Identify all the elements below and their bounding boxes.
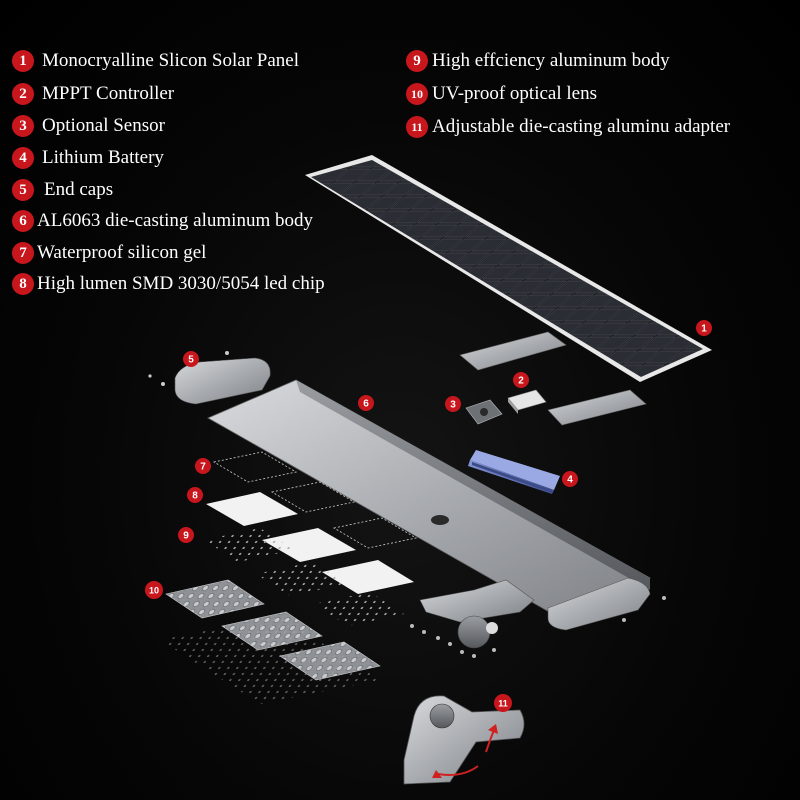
callout-7: 7 bbox=[195, 458, 211, 474]
end-cap bbox=[148, 351, 271, 405]
legend-badge-2: 2 bbox=[12, 83, 34, 105]
callout-3: 3 bbox=[445, 396, 461, 412]
legend-badge-5: 5 bbox=[12, 179, 34, 201]
legend-item-2: 2 MPPT Controller bbox=[12, 83, 174, 105]
screws bbox=[410, 596, 666, 658]
callout-8: 8 bbox=[187, 487, 203, 503]
legend-badge-9: 9 bbox=[406, 50, 428, 72]
legend-badge-1: 1 bbox=[12, 50, 34, 72]
callout-label-10: 10 bbox=[149, 586, 159, 596]
legend-item-1: 1 Monocryalline Slicon Solar Panel bbox=[12, 50, 299, 72]
callout-label-4: 4 bbox=[567, 475, 573, 486]
callout-2: 2 bbox=[513, 372, 529, 388]
legend-badge-10: 10 bbox=[406, 83, 428, 105]
callout-4: 4 bbox=[562, 471, 578, 487]
callout-label-1: 1 bbox=[701, 324, 707, 335]
legend-item-8: 8 High lumen SMD 3030/5054 led chip bbox=[12, 273, 325, 295]
callout-label-8: 8 bbox=[192, 491, 198, 502]
callout-9: 9 bbox=[178, 527, 194, 543]
callout-6: 6 bbox=[358, 395, 374, 411]
legend-text-4: Lithium Battery bbox=[42, 147, 164, 168]
mppt-controller bbox=[507, 389, 547, 414]
solar-panel bbox=[305, 155, 712, 382]
legend-text-2: MPPT Controller bbox=[42, 83, 175, 104]
callout-label-2: 2 bbox=[518, 376, 524, 387]
heat-sink-arrays bbox=[204, 528, 404, 626]
optional-sensor bbox=[465, 399, 503, 425]
callout-10: 10 bbox=[145, 581, 163, 599]
callout-badges: 1 2 3 4 5 6 7 8 9 10 11 bbox=[145, 320, 712, 712]
legend-badge-3: 3 bbox=[12, 115, 34, 137]
callout-label-3: 3 bbox=[450, 400, 456, 411]
legend-item-9: 9 High effciency aluminum body bbox=[406, 50, 670, 72]
legend-text-7: Waterproof silicon gel bbox=[37, 242, 207, 263]
callout-label-7: 7 bbox=[200, 462, 206, 473]
legend-text-11: Adjustable die-casting aluminu adapter bbox=[432, 116, 731, 137]
callout-11: 11 bbox=[494, 694, 512, 712]
legend-item-3: 3 Optional Sensor bbox=[12, 115, 165, 137]
legend-badge-11: 11 bbox=[406, 116, 428, 138]
panel-brackets bbox=[459, 331, 647, 426]
legend-text-1: Monocryalline Slicon Solar Panel bbox=[42, 50, 299, 71]
component-legend: 1 Monocryalline Slicon Solar Panel 2 MPP… bbox=[0, 0, 800, 300]
legend-item-5: 5 End caps bbox=[12, 179, 113, 201]
callout-5: 5 bbox=[183, 351, 199, 367]
legend-text-8: High lumen SMD 3030/5054 led chip bbox=[37, 273, 325, 294]
aluminum-body bbox=[207, 379, 651, 619]
callout-label-9: 9 bbox=[183, 531, 189, 542]
silicon-gel-frames bbox=[212, 451, 418, 549]
callout-1: 1 bbox=[696, 320, 712, 336]
legend-item-10: 10 UV-proof optical lens bbox=[406, 83, 597, 105]
led-chip-boards bbox=[206, 492, 414, 594]
optical-lenses bbox=[160, 579, 381, 704]
legend-badge-8: 8 bbox=[12, 273, 34, 295]
legend-item-7: 7 Waterproof silicon gel bbox=[12, 242, 206, 264]
legend-item-6: 6 AL6063 die-casting aluminum body bbox=[12, 210, 313, 232]
right-end-cap bbox=[419, 577, 651, 649]
legend-text-5: End caps bbox=[44, 179, 114, 200]
legend-badge-6: 6 bbox=[12, 210, 34, 232]
legend-item-11: 11 Adjustable die-casting aluminu adapte… bbox=[406, 116, 730, 138]
legend-text-10: UV-proof optical lens bbox=[432, 83, 597, 104]
legend-badge-7: 7 bbox=[12, 242, 34, 264]
legend-item-4: 4 Lithium Battery bbox=[12, 147, 164, 169]
callout-label-6: 6 bbox=[363, 399, 369, 410]
legend-text-9: High effciency aluminum body bbox=[432, 50, 670, 71]
legend-text-3: Optional Sensor bbox=[42, 115, 165, 136]
callout-label-11: 11 bbox=[498, 699, 508, 709]
callout-label-5: 5 bbox=[188, 355, 194, 366]
legend-badge-4: 4 bbox=[12, 147, 34, 169]
lithium-battery bbox=[468, 450, 560, 494]
legend-text-6: AL6063 die-casting aluminum body bbox=[37, 210, 313, 231]
adjustable-adapter bbox=[403, 695, 525, 785]
